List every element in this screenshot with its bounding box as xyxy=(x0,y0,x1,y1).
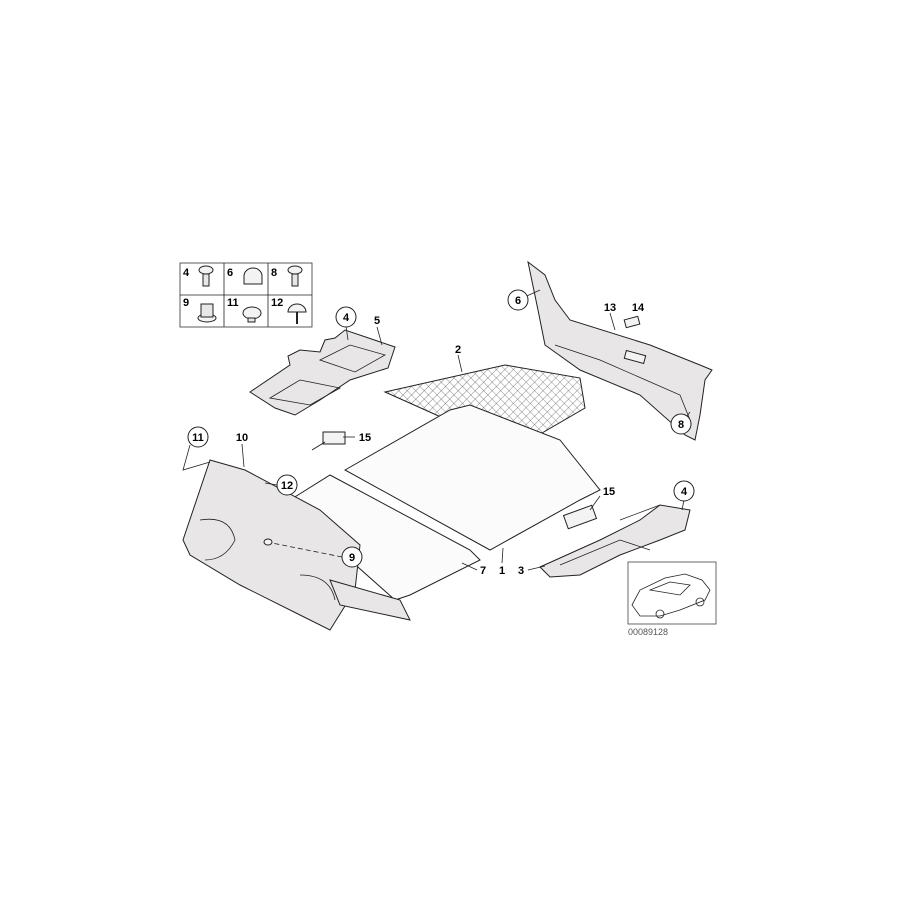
callout-10: 10 xyxy=(236,432,248,444)
legend-num-12: 12 xyxy=(271,297,283,309)
legend-num-6: 6 xyxy=(227,267,233,279)
fastener-legend-grid: 4 6 8 9 11 12 xyxy=(179,262,313,328)
callout-6: 6 xyxy=(515,295,521,307)
callout-13: 13 xyxy=(604,302,616,314)
legend-num-8: 8 xyxy=(271,267,277,279)
diagram-id: 00089128 xyxy=(628,627,668,637)
legend-num-4: 4 xyxy=(183,267,190,279)
mushroom-screw-icon xyxy=(287,303,307,324)
callout-2: 2 xyxy=(455,344,461,356)
part-3-storage-tray xyxy=(539,504,691,578)
part-15-holder xyxy=(562,504,598,530)
callout-4: 4 xyxy=(681,486,688,498)
callout-14: 14 xyxy=(632,302,645,314)
callout-8: 8 xyxy=(678,419,684,431)
clip-rivet-icon xyxy=(287,265,303,287)
legend-num-11: 11 xyxy=(227,297,239,309)
callout-4: 4 xyxy=(343,312,350,324)
part-5-storage-tray xyxy=(249,329,396,416)
callout-15: 15 xyxy=(359,432,371,444)
cap-nut-icon xyxy=(243,267,263,285)
callout-9: 9 xyxy=(349,552,355,564)
part-14-cap xyxy=(623,315,641,329)
callout-11: 11 xyxy=(192,432,204,444)
vehicle-location-thumbnail: 00089128 xyxy=(627,561,717,637)
callout-1: 1 xyxy=(499,565,505,577)
callout-12: 12 xyxy=(281,480,293,492)
part-10-side-trim-panel xyxy=(182,459,361,631)
part-1-floor-mat xyxy=(343,404,601,551)
callout-7: 7 xyxy=(480,565,486,577)
callout-15: 15 xyxy=(603,486,615,498)
part-15-holder xyxy=(311,431,346,451)
callout-3: 3 xyxy=(518,565,524,577)
expanding-nut-icon xyxy=(197,303,217,323)
clip-rivet-icon xyxy=(198,265,214,287)
callout-5: 5 xyxy=(374,315,380,327)
part-6-loading-sill-trim xyxy=(527,260,713,441)
screw-collar-icon xyxy=(242,306,262,323)
legend-num-9: 9 xyxy=(183,297,189,309)
